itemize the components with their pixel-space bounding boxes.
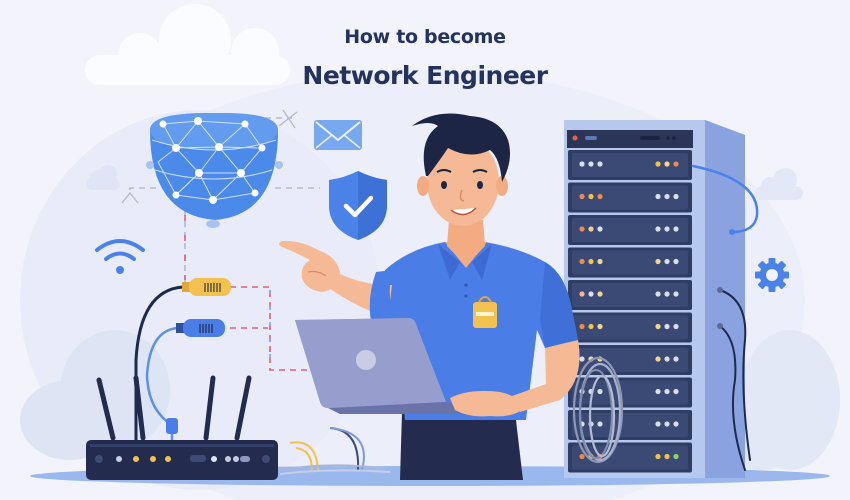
ethernet-cable-yellow xyxy=(182,278,231,296)
pants xyxy=(400,412,523,480)
floor-cables xyxy=(279,427,391,475)
server-units xyxy=(568,150,692,473)
wifi-icon xyxy=(95,239,145,274)
router-cables xyxy=(134,285,185,447)
envelope-icon xyxy=(314,120,362,150)
ethernet-cable-blue xyxy=(176,319,225,337)
page-title: Network Engineer xyxy=(302,61,548,90)
id-badge-icon xyxy=(473,296,497,328)
arrow-icons xyxy=(121,109,298,204)
shield-check-icon xyxy=(329,171,387,240)
router xyxy=(86,375,278,480)
gear-icon xyxy=(755,258,789,292)
cable-coil xyxy=(572,356,624,464)
cloud-large-icon xyxy=(85,4,290,85)
cloud-small-left-icon xyxy=(86,165,120,190)
hair xyxy=(412,113,510,182)
globe-network-icon xyxy=(146,112,283,228)
rack-cables xyxy=(691,164,759,471)
pointing-hand xyxy=(279,240,340,292)
title-subheading: How to become xyxy=(344,26,506,48)
cloud-small-right-icon xyxy=(755,168,803,200)
title-block: How to become Network Engineer xyxy=(0,24,850,92)
laptop xyxy=(295,318,522,417)
